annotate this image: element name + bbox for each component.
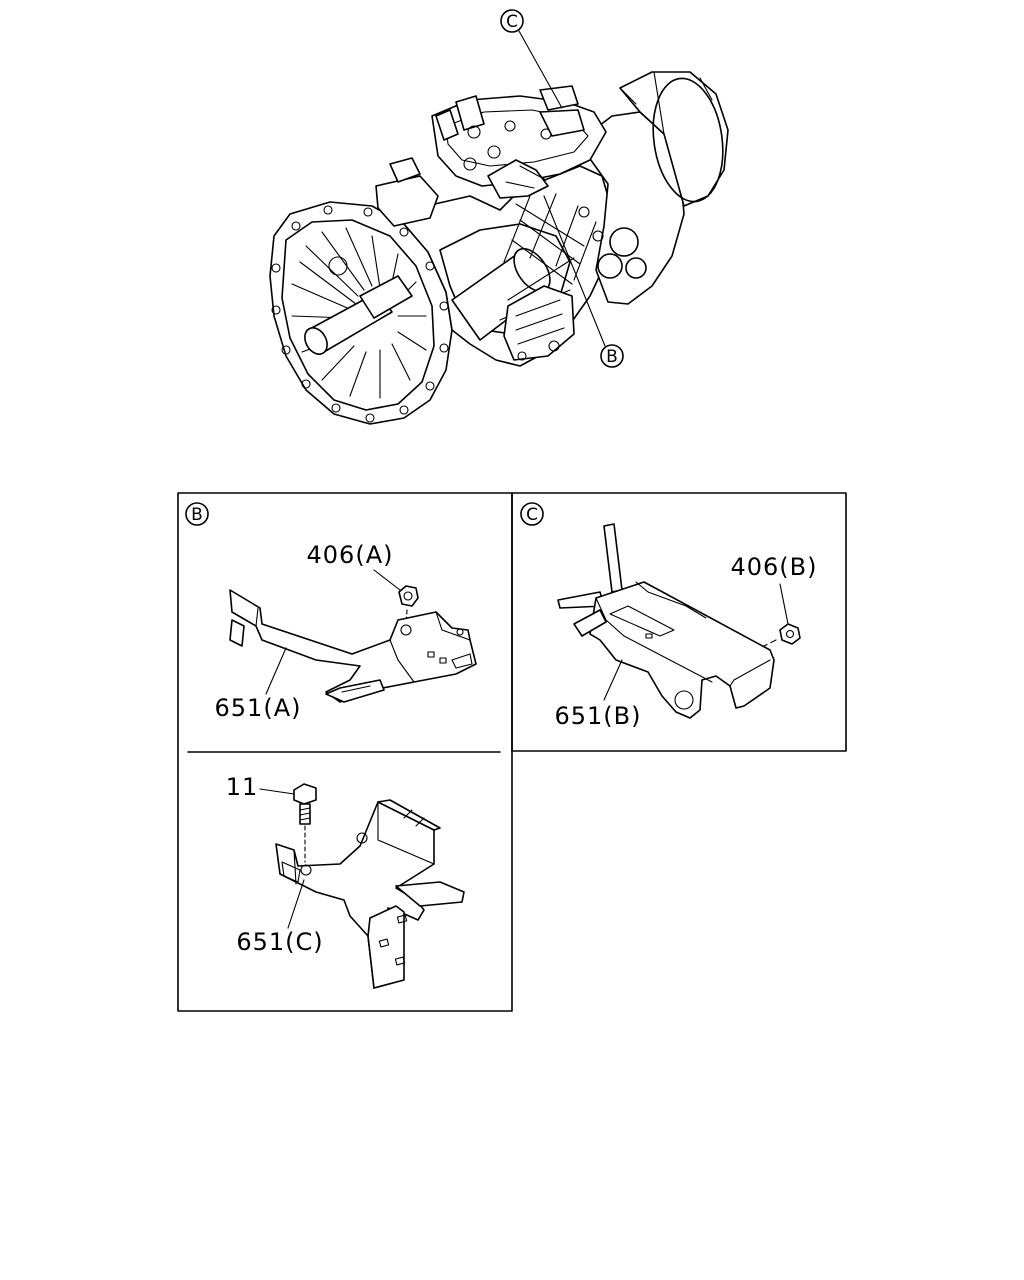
label-11: 11 bbox=[226, 773, 259, 801]
leader-406b bbox=[779, 583, 789, 625]
leader-line-c bbox=[518, 30, 563, 109]
bolt-11 bbox=[293, 783, 317, 863]
leader-11 bbox=[259, 788, 295, 795]
label-651a: 651(A) bbox=[215, 694, 302, 722]
callout-b-top: B bbox=[543, 195, 624, 368]
panel-b-letter: B bbox=[191, 505, 203, 525]
leader-651c bbox=[287, 879, 305, 929]
label-406b: 406(B) bbox=[731, 553, 818, 581]
panel-b-frame bbox=[177, 492, 513, 1012]
transmission-illustration bbox=[269, 71, 729, 425]
label-651b: 651(B) bbox=[555, 702, 642, 730]
panel-lower: 11 651(C) bbox=[226, 773, 465, 989]
callout-c-top: C bbox=[500, 9, 563, 109]
bracket-651b bbox=[557, 523, 775, 719]
leader-651b bbox=[603, 659, 623, 701]
panel-c-letter: C bbox=[526, 505, 538, 525]
panel-c-frame bbox=[511, 492, 847, 752]
leader-651a bbox=[265, 647, 287, 695]
label-651c: 651(C) bbox=[236, 928, 323, 956]
panel-c: C 406(B) 651(B) bbox=[520, 502, 818, 730]
leader-line-b bbox=[543, 195, 606, 347]
panel-b: B 406(A) 651(A) bbox=[185, 502, 477, 722]
label-406a: 406(A) bbox=[307, 541, 394, 569]
callout-c-top-label: C bbox=[506, 12, 518, 32]
bracket-651a bbox=[229, 589, 477, 703]
callout-b-top-label: B bbox=[606, 347, 618, 367]
nut-406b bbox=[779, 623, 801, 645]
leader-406a bbox=[373, 569, 401, 591]
bracket-651c bbox=[275, 799, 465, 989]
detail-panel-frames bbox=[177, 492, 847, 1012]
